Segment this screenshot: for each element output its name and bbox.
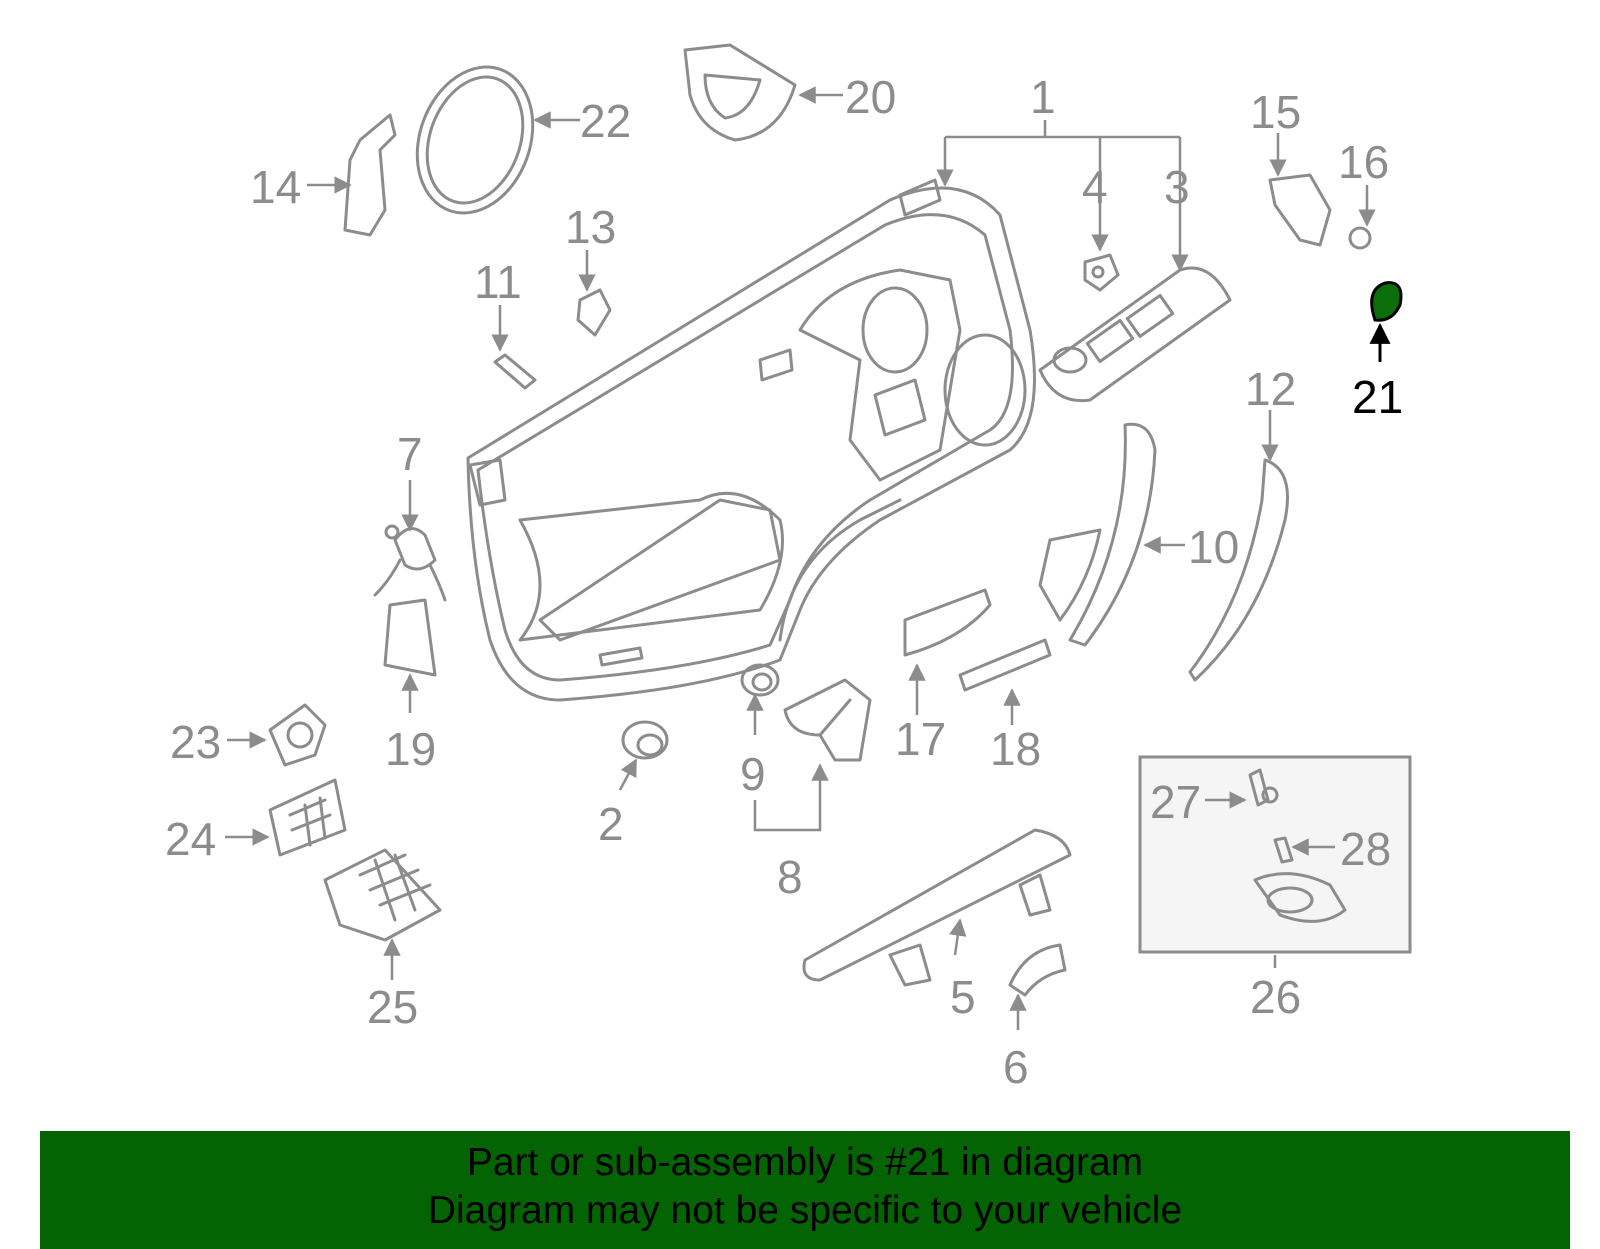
long-trim-part-12[interactable] <box>1188 458 1289 682</box>
callout-13: 13 <box>565 201 616 253</box>
callout-12: 12 <box>1245 363 1296 415</box>
callout-labels: 1 2 3 4 5 6 7 8 9 10 11 12 13 14 15 16 1… <box>165 71 1403 1093</box>
vent-part-24[interactable] <box>268 778 347 857</box>
callout-27: 27 <box>1150 776 1201 828</box>
pad-part-19[interactable] <box>383 598 437 677</box>
seal-ring-part-22[interactable] <box>398 51 553 230</box>
cover-part-15[interactable] <box>1268 173 1332 247</box>
banner-line-2: Diagram may not be specific to your vehi… <box>427 1189 1183 1232</box>
callout-18: 18 <box>990 723 1041 775</box>
callout-17: 17 <box>895 713 946 765</box>
callout-28: 28 <box>1340 823 1391 875</box>
clip-part-4[interactable] <box>1083 253 1120 292</box>
pin-part-11[interactable] <box>493 353 537 390</box>
armrest-part-5[interactable] <box>802 828 1072 987</box>
callout-20: 20 <box>845 71 896 123</box>
callout-5: 5 <box>950 971 976 1023</box>
callout-10: 10 <box>1188 521 1239 573</box>
callout-9: 9 <box>740 748 766 800</box>
clip-part-13[interactable] <box>576 288 612 337</box>
callout-14: 14 <box>250 161 301 213</box>
callout-1: 1 <box>1030 71 1056 123</box>
callout-2: 2 <box>598 798 624 850</box>
cover-part-20[interactable] <box>683 43 797 142</box>
callout-11: 11 <box>474 256 522 308</box>
callout-22: 22 <box>580 95 631 147</box>
switch-panel-part-3[interactable] <box>1038 266 1232 403</box>
callout-3: 3 <box>1164 161 1190 213</box>
callout-19: 19 <box>385 723 436 775</box>
callout-24: 24 <box>165 813 216 865</box>
strip-part-18[interactable] <box>958 638 1052 692</box>
callout-23: 23 <box>170 716 221 768</box>
ring-part-9[interactable] <box>740 663 780 697</box>
info-banner: Part or sub-assembly is #21 in diagram D… <box>40 1131 1570 1249</box>
grommet-part-2[interactable] <box>621 720 669 760</box>
trim-piece-part-17[interactable] <box>903 588 992 657</box>
pull-cup-part-8[interactable] <box>783 678 872 762</box>
callout-25: 25 <box>367 981 418 1033</box>
leader-lines <box>225 86 1391 1030</box>
callout-21: 21 <box>1352 371 1403 423</box>
switch-part-23[interactable] <box>268 703 327 767</box>
callout-15: 15 <box>1250 86 1301 138</box>
door-trim-panel-part-1[interactable] <box>466 178 1036 702</box>
handle-cable-part-7[interactable] <box>373 524 447 602</box>
trim-strip-part-10[interactable] <box>1038 422 1157 647</box>
callout-8: 8 <box>777 851 803 903</box>
bracket-part-14[interactable] <box>343 113 397 237</box>
cap-part-21-highlighted[interactable] <box>1370 281 1403 322</box>
lamp-assembly-box-part-26[interactable] <box>1138 755 1412 954</box>
banner-line-1: Part or sub-assembly is #21 in diagram <box>466 1141 1144 1184</box>
vent-housing-part-25[interactable] <box>323 848 442 942</box>
callout-7: 7 <box>397 428 423 480</box>
parts-diagram: 1 2 3 4 5 6 7 8 9 10 11 12 13 14 15 16 1… <box>165 43 1412 1093</box>
callout-26: 26 <box>1250 971 1301 1023</box>
callout-4: 4 <box>1082 161 1108 213</box>
callout-16: 16 <box>1338 136 1389 188</box>
bracket-part-6[interactable] <box>1008 943 1067 997</box>
callout-6: 6 <box>1003 1041 1029 1093</box>
clip-part-16[interactable] <box>1348 226 1372 250</box>
